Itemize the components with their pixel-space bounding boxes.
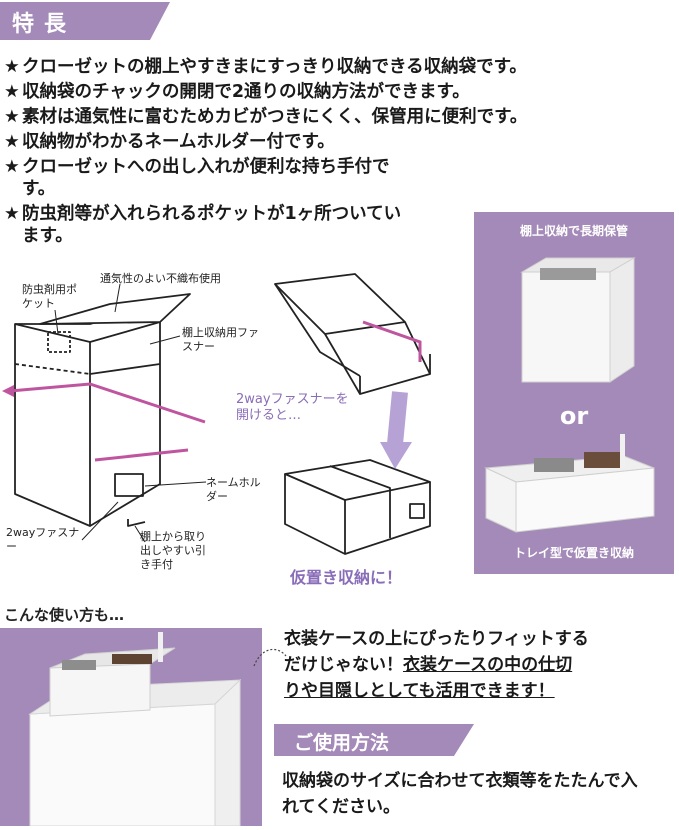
pocket-label: 防虫剤用ポケット xyxy=(22,283,77,310)
usage-photo xyxy=(0,628,262,827)
caption-tray-storage: トレイ型で仮置き収納 xyxy=(513,546,634,560)
feature-item: クローゼットの棚上やすきまにすっきり収納できる収納袋です。 xyxy=(4,56,527,78)
open-note: 2wayファスナーを開けると… xyxy=(236,392,349,423)
usage-heading: こんな使い方も… xyxy=(4,606,125,624)
usage-line-1: 衣装ケースの上にぴったりフィットする xyxy=(284,629,589,649)
feature-item: 収納物がわかるネームホルダー付です。 xyxy=(4,131,527,153)
instructions-title: ご使用方法 xyxy=(294,732,390,754)
instructions-banner: ご使用方法 xyxy=(274,724,474,756)
feature-item: 防虫剤等が入れられるポケットが1ヶ所ついています。 xyxy=(4,203,414,247)
or-text: or xyxy=(559,402,589,430)
temp-storage-label: 仮置き収納に！ xyxy=(290,568,403,587)
instructions-text: 収納袋のサイズに合わせて衣類等をたたんで入れてください。 xyxy=(282,771,638,817)
usage-line-2-plain: だけじゃない！ xyxy=(284,655,403,675)
name-holder-label: ネームホルダー xyxy=(206,476,261,503)
features-banner: 特長 xyxy=(0,2,170,40)
zipper-shelf-label: 棚上収納用ファスナー xyxy=(182,326,259,353)
product-photo-panel: 棚上収納で長期保管 or トレイ型で仮置き収納 xyxy=(474,212,674,574)
box-photo-tray xyxy=(484,434,655,533)
features-title: 特長 xyxy=(12,12,77,37)
usage-line-2-underlined: 衣装ケースの中の仕切 xyxy=(403,655,573,675)
product-diagram xyxy=(2,273,431,555)
usage-line-3: りや目隠しとしても活用できます！ xyxy=(284,681,555,701)
feature-list: クローゼットの棚上やすきまにすっきり収納できる収納袋です。 収納袋のチャックの開… xyxy=(4,56,527,250)
pointer-arrow xyxy=(253,648,287,667)
box-photo-closed xyxy=(520,257,636,383)
zipper-2way-label: 2wayファスナー xyxy=(6,526,80,553)
feature-item: 素材は通気性に富むためカビがつきにくく、保管用に便利です。 xyxy=(4,106,527,128)
handle-label: 棚上から取り出しやすい引き手付 xyxy=(140,530,206,571)
feature-item: クローゼットへの出し入れが便利な持ち手付です。 xyxy=(4,156,414,200)
caption-shelf-storage: 棚上収納で長期保管 xyxy=(519,224,628,238)
fabric-label: 通気性のよい不織布使用 xyxy=(100,272,221,285)
usage-line-2: だけじゃない！衣装ケースの中の仕切 xyxy=(284,652,572,678)
feature-item: 収納袋のチャックの開閉で2通りの収納方法ができます。 xyxy=(4,81,527,103)
